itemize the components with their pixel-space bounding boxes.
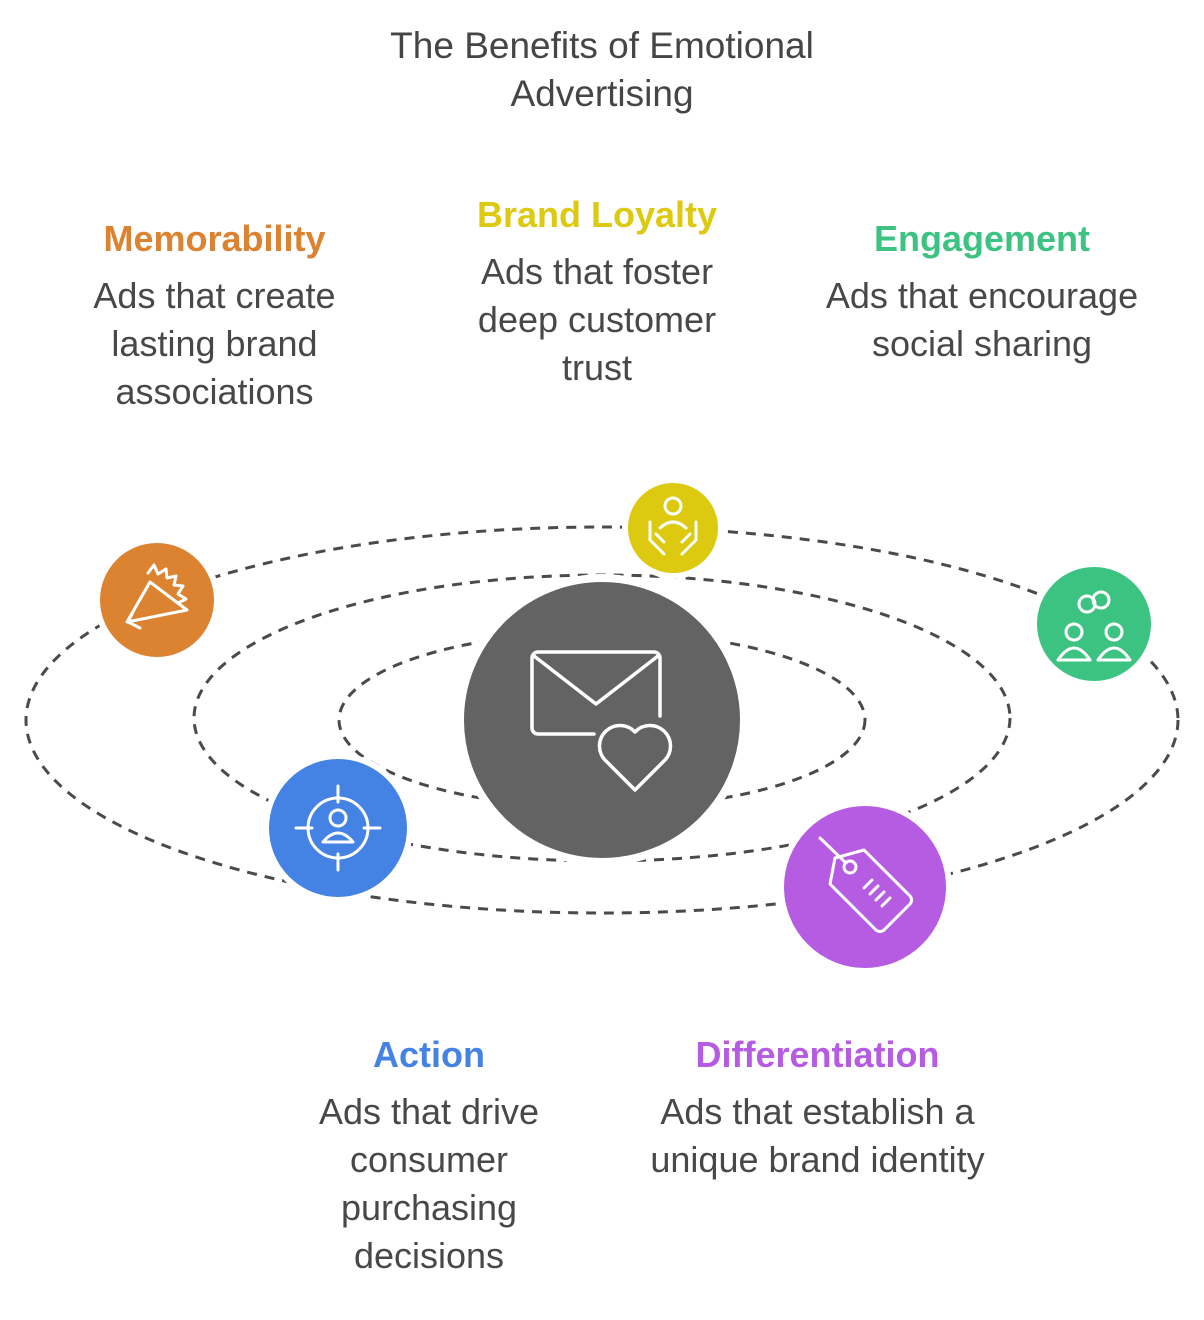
action-heading: Action	[373, 1034, 485, 1075]
action-description: Ads that drive consumer purchasing decis…	[318, 1091, 540, 1276]
brand-loyalty-description: Ads that foster deep customer trust	[477, 251, 717, 388]
memorability-description: Ads that create lasting brand associatio…	[93, 275, 336, 412]
brand-loyalty-heading: Brand Loyalty	[476, 194, 718, 235]
price-tag-icon	[818, 836, 913, 933]
engagement-node	[1031, 561, 1157, 687]
differentiation-node	[778, 800, 952, 974]
memorability-label: Memorability Ads that create lasting bra…	[62, 216, 367, 416]
action-label: Action Ads that drive consumer purchasin…	[294, 1032, 564, 1280]
memorability-heading: Memorability	[103, 218, 326, 259]
differentiation-heading: Differentiation	[695, 1034, 940, 1075]
brand-loyalty-label: Brand Loyalty Ads that foster deep custo…	[452, 192, 742, 392]
megaphone-icon	[125, 563, 189, 630]
hands-person-icon	[648, 496, 698, 556]
memorability-node	[94, 537, 220, 663]
brand-loyalty-node	[622, 477, 724, 579]
target-person-icon	[294, 784, 382, 872]
action-node	[263, 753, 413, 903]
engagement-heading: Engagement	[873, 218, 1091, 259]
envelope-heart-icon	[530, 650, 673, 792]
orbit-outer	[24, 525, 1180, 915]
center-node	[456, 574, 748, 866]
people-link-icon	[1056, 590, 1132, 662]
differentiation-label: Differentiation Ads that establish a uni…	[645, 1032, 990, 1184]
engagement-description: Ads that encourage social sharing	[825, 275, 1139, 364]
differentiation-description: Ads that establish a unique brand identi…	[650, 1091, 985, 1180]
diagram-title: The Benefits of Emotional Advertising	[390, 25, 814, 114]
engagement-label: Engagement Ads that encourage social sha…	[822, 216, 1142, 368]
